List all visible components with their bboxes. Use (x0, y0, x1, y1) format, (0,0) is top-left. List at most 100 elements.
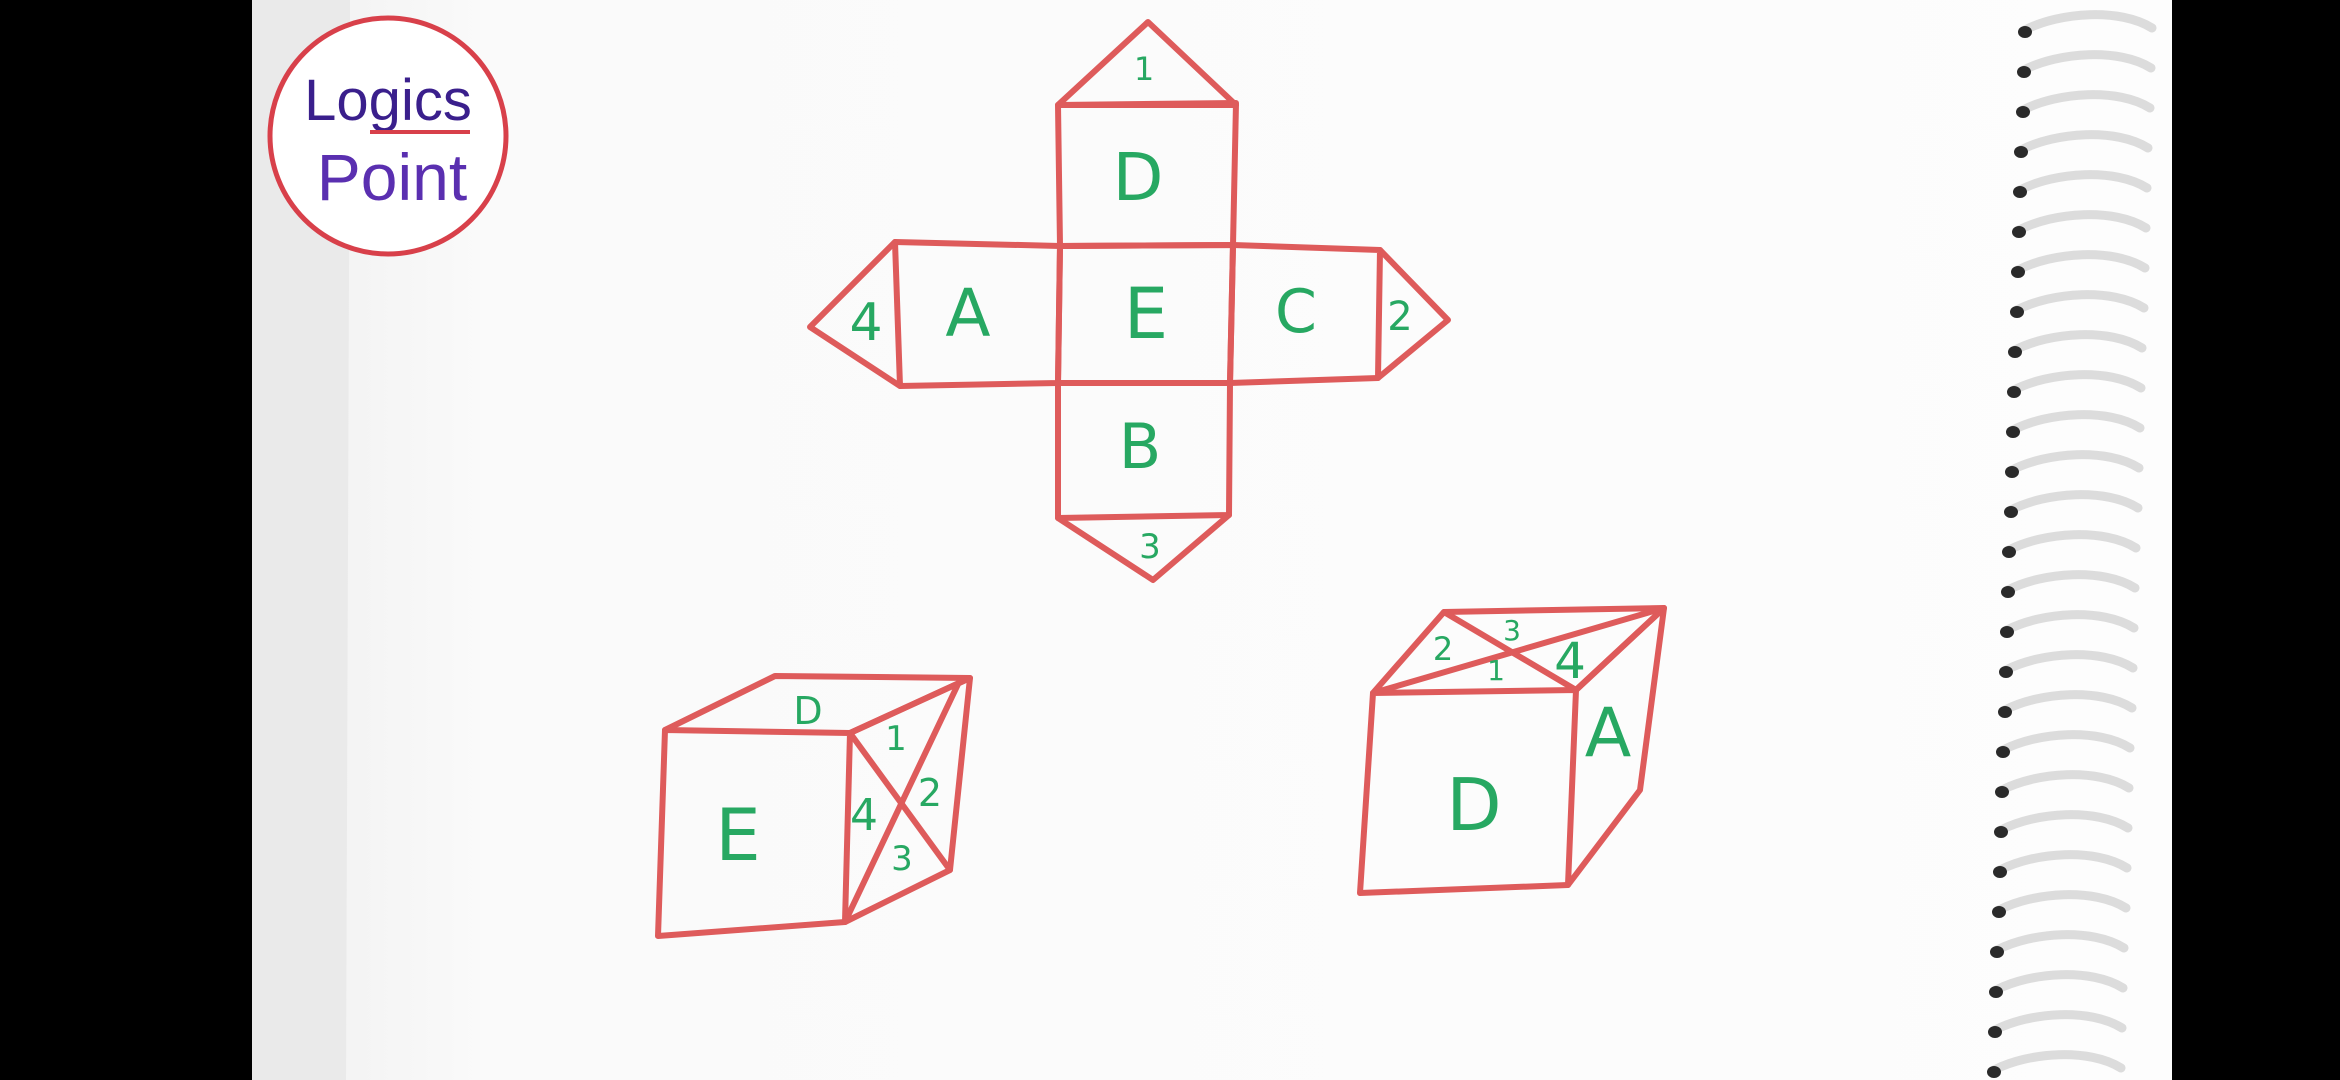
spiral-hole (2011, 266, 2025, 278)
cube-right-top-diag-1 (1370, 605, 1667, 696)
cube-right (1357, 605, 1667, 896)
cube-left-side-4: 4 (850, 790, 878, 841)
spiral-coil (2018, 90, 2155, 115)
spiral-coil (2016, 130, 2153, 155)
spiral-coil (2007, 450, 2144, 475)
cube-left (655, 673, 973, 939)
net-right-flap-label: 2 (1387, 294, 1412, 340)
logo-ring (267, 15, 509, 257)
spiral-coil (2020, 10, 2157, 35)
spiral-hole (1999, 666, 2013, 678)
cube-left-side-3: 3 (891, 839, 913, 879)
left-black-bar (0, 0, 252, 1080)
spiral-hole (2012, 226, 2026, 238)
spiral-coil (1992, 930, 2129, 955)
spiral-hole (1990, 946, 2004, 958)
net-left-flap-label: 4 (849, 293, 882, 353)
cube-right-front-label: D (1446, 763, 1501, 847)
net-bottom-flap-label: 3 (1139, 527, 1161, 567)
spiral-hole (2005, 466, 2019, 478)
spiral-hole (2010, 306, 2024, 318)
spiral-hole (2000, 626, 2014, 638)
paper-sheet (252, 0, 2172, 1080)
net-center-face-label: E (1124, 273, 1168, 355)
logo-line1: Logics (304, 68, 472, 133)
spiral-coil (2015, 170, 2152, 195)
cube-left-front-label: E (715, 793, 761, 877)
spiral-coil (2000, 690, 2137, 715)
cube-right-top-diag-2 (1441, 609, 1579, 693)
net-bottom-flap (1055, 512, 1232, 583)
spiral-hole (2017, 66, 2031, 78)
spiral-hole (2004, 506, 2018, 518)
spiral-coil (2004, 530, 2141, 555)
spiral-coil (1997, 770, 2134, 795)
spiral-coil (2012, 290, 2149, 315)
cube-right-top-2: 2 (1433, 630, 1453, 668)
spiral-coil (2019, 50, 2156, 75)
spiral-hole (2008, 346, 2022, 358)
spiral-binding (1989, 10, 2157, 1075)
spiral-hole (1989, 986, 2003, 998)
spiral-coil (2014, 210, 2151, 235)
spiral-coil (1991, 970, 2128, 995)
net-left-face-label: A (945, 275, 990, 352)
spiral-coil (2008, 410, 2145, 435)
spiral-hole (2006, 426, 2020, 438)
spiral-coil (2001, 650, 2138, 675)
spiral-hole (1994, 826, 2008, 838)
logo-line2: Point (317, 140, 467, 214)
net-right-flap (1375, 247, 1451, 381)
cube-right-labels: 2 3 4 1 A D (1433, 614, 1631, 847)
net-bottom-face-label: B (1119, 410, 1162, 483)
spiral-holes (1987, 26, 2032, 1078)
spiral-hole (2016, 106, 2030, 118)
spiral-hole (1995, 786, 2009, 798)
cube-right-top-3: 3 (1503, 614, 1521, 647)
cube-right-top-4: 4 (1554, 632, 1586, 690)
spiral-hole (1993, 866, 2007, 878)
spiral-coil (2013, 250, 2150, 275)
logo: Logics Point (267, 15, 509, 257)
spiral-hole (2018, 26, 2032, 38)
spiral-coil (1989, 1050, 2126, 1075)
cube-left-labels: D E 1 2 3 4 (715, 689, 942, 879)
spiral-coil (2009, 370, 2146, 395)
spiral-coil (1995, 850, 2132, 875)
spiral-coil (1990, 1010, 2127, 1035)
spiral-coil (2003, 570, 2140, 595)
spiral-hole (1987, 1066, 2001, 1078)
net-left-flap (807, 239, 903, 389)
spiral-coil (1996, 810, 2133, 835)
spiral-hole (2007, 386, 2021, 398)
spiral-hole (2002, 546, 2016, 558)
spiral-coil (1994, 890, 2131, 915)
paper-shadow-left (252, 0, 350, 1080)
spiral-hole (1998, 706, 2012, 718)
spiral-hole (1988, 1026, 2002, 1038)
net-top-face-label: D (1113, 139, 1164, 216)
spiral-coil (1998, 730, 2135, 755)
cube-net-labels: 1 D 4 A E C 2 B 3 (849, 50, 1412, 567)
spiral-hole (1996, 746, 2010, 758)
cube-right-top-1: 1 (1487, 654, 1505, 687)
spiral-hole (2001, 586, 2015, 598)
net-top-flap-label: 1 (1134, 50, 1154, 88)
cube-net (807, 19, 1451, 583)
cube-left-diag-2 (842, 677, 963, 925)
spiral-coil (2010, 330, 2147, 355)
spiral-hole (1992, 906, 2006, 918)
cube-left-top-label: D (793, 689, 822, 733)
spiral-coil (2002, 610, 2139, 635)
cube-left-side-2: 2 (918, 771, 942, 815)
spiral-coil (2006, 490, 2143, 515)
right-black-bar (2172, 0, 2340, 1080)
spiral-hole (2014, 146, 2028, 158)
cube-left-side-1: 1 (885, 719, 907, 759)
cube-left-side (842, 675, 973, 925)
net-right-face-label: C (1275, 277, 1317, 347)
cube-right-side-label: A (1585, 694, 1632, 773)
cube-right-side (1565, 605, 1667, 888)
spiral-hole (2013, 186, 2027, 198)
